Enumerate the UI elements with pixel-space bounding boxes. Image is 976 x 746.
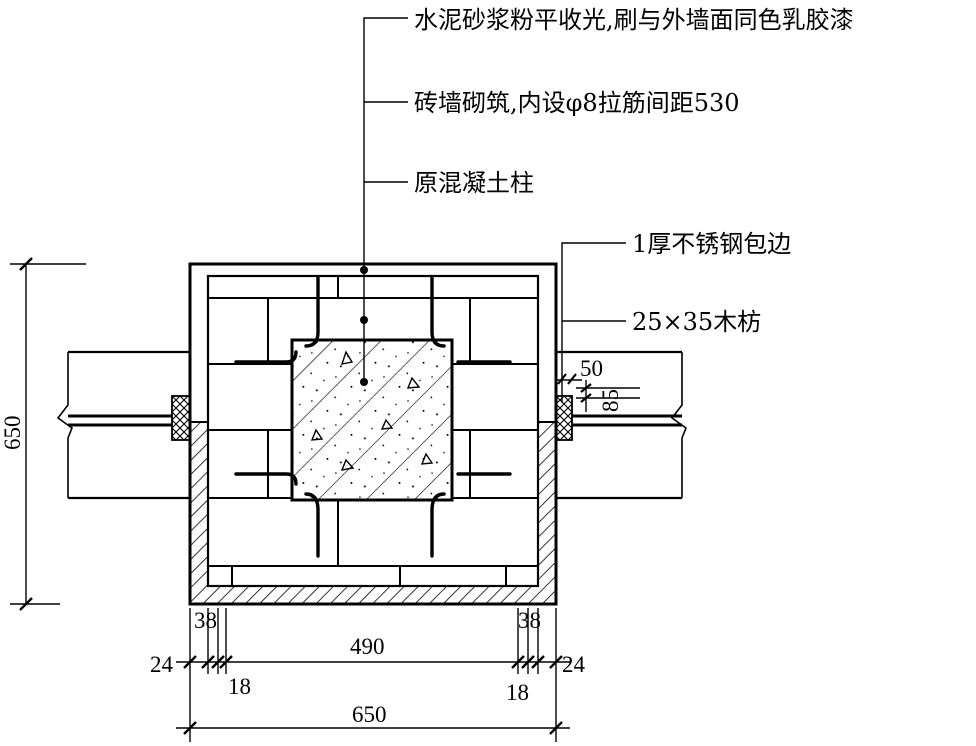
leader-dot-column <box>360 378 368 386</box>
dimension-height <box>10 257 86 611</box>
concrete-column <box>290 338 454 502</box>
wood-batten-left <box>171 395 191 441</box>
aggregate-marks <box>310 350 434 471</box>
dim-width-650: 650 <box>352 702 387 727</box>
dim-left-18: 18 <box>228 674 251 699</box>
tie-bars <box>234 276 512 558</box>
dimension-trim <box>556 373 640 412</box>
callout-concrete-column: 原混凝土柱 <box>414 169 534 197</box>
dim-left-24: 24 <box>150 652 174 677</box>
dim-right-38: 38 <box>518 608 541 633</box>
left-wall <box>56 350 190 500</box>
callout-stainless-trim: 1厚不锈钢包边 <box>632 230 791 258</box>
leader-dot-finish <box>360 266 368 274</box>
dim-inner-490: 490 <box>350 634 385 659</box>
dim-trim-50: 50 <box>580 356 603 381</box>
dim-right-18: 18 <box>506 680 529 705</box>
leader-dot-brick <box>360 316 368 324</box>
dim-right-24: 24 <box>562 652 586 677</box>
leader-lines <box>363 17 626 403</box>
callout-wood-batten: 25×35木枋 <box>632 308 761 336</box>
callout-brick-wall: 砖墙砌筑,内设φ8拉筋间距530 <box>414 89 740 117</box>
right-wall <box>556 350 687 500</box>
dim-height-label: 650 <box>0 416 25 451</box>
callout-mortar-finish: 水泥砂浆粉平收光,刷与外墙面同色乳胶漆 <box>414 6 854 34</box>
outer-enclosure <box>188 262 558 606</box>
dim-left-38: 38 <box>194 608 217 633</box>
wood-batten-right <box>555 395 573 441</box>
dim-trim-85: 85 <box>598 389 623 412</box>
dimension-chain <box>176 608 570 742</box>
